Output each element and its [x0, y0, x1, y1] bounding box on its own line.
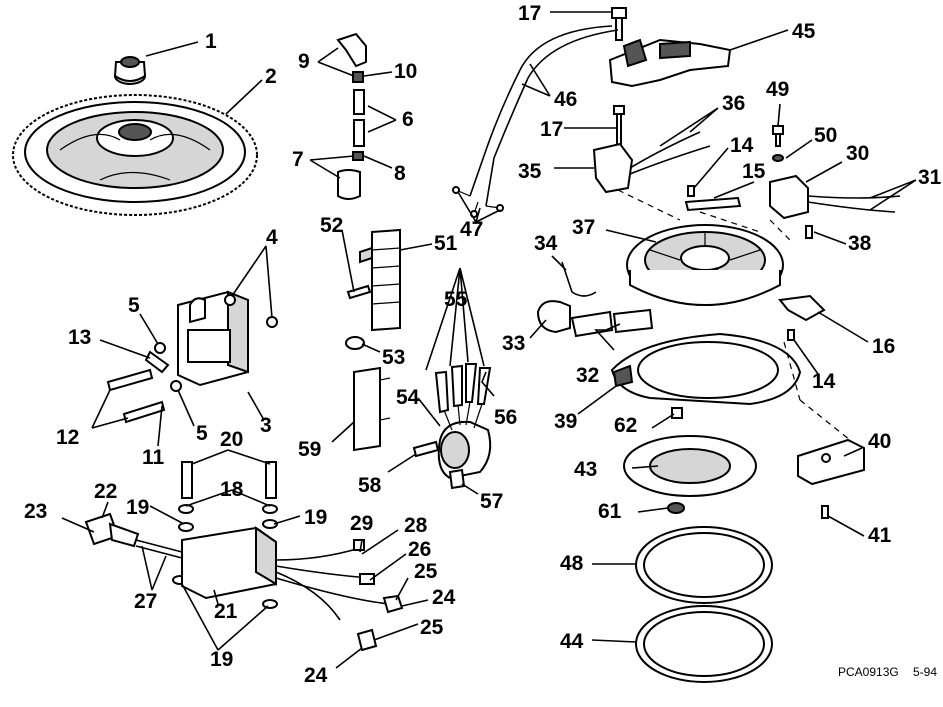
callout-24: 24: [432, 586, 456, 609]
callout-52: 52: [320, 214, 343, 237]
callout-17b: 17: [540, 118, 563, 141]
callout-49: 49: [766, 78, 789, 101]
callout-54: 54: [396, 386, 420, 409]
callout-9: 9: [298, 50, 310, 73]
callout-5: 5: [128, 294, 140, 317]
callout-12: 12: [56, 426, 79, 449]
timer-base-assembly: [452, 7, 732, 218]
callout-57: 57: [480, 490, 503, 513]
callout-18: 18: [220, 478, 244, 501]
callout-16: 16: [872, 335, 895, 358]
date-code: 5-94: [913, 665, 937, 679]
callout-2: 2: [265, 65, 277, 88]
drawing-code: PCA0913G: [838, 665, 899, 679]
flywheel-nut: [113, 56, 147, 85]
callout-28: 28: [404, 514, 428, 537]
callout-34: 34: [534, 232, 558, 255]
callout-41: 41: [868, 524, 892, 547]
callout-19c: 19: [210, 648, 233, 671]
retainer-plate: [684, 185, 742, 212]
base-plate: [610, 332, 802, 406]
retainer-ring: [623, 407, 757, 514]
callout-39: 39: [554, 410, 577, 433]
callout-19b: 19: [304, 506, 327, 529]
callout-38: 38: [848, 232, 872, 255]
spark-plug-boots: [336, 32, 367, 200]
callout-44: 44: [560, 630, 584, 653]
callout-43: 43: [574, 458, 597, 481]
callout-20: 20: [220, 428, 243, 451]
callout-48: 48: [560, 552, 584, 575]
callout-35: 35: [518, 160, 542, 183]
callout-46: 46: [554, 88, 577, 111]
terminal-board: [359, 228, 401, 332]
coil-screws: [106, 368, 166, 424]
wire-harness: [275, 539, 404, 652]
callout-51: 51: [434, 232, 458, 255]
rectifier: [412, 363, 492, 490]
power-pack: [181, 526, 277, 600]
charge-coil: [592, 105, 711, 194]
callout-labels: 1 2 3 4 5 5 6 7 8 9 10 11 12 13 14 14 15…: [24, 2, 942, 687]
callout-31: 31: [918, 166, 942, 189]
terminal-screws: [345, 284, 372, 350]
callout-40: 40: [868, 430, 891, 453]
callout-58: 58: [358, 474, 382, 497]
stator-clip: [778, 294, 826, 341]
callout-14: 14: [730, 134, 754, 157]
callout-36: 36: [722, 92, 745, 115]
bracket: [353, 366, 391, 452]
callout-4: 4: [266, 226, 278, 249]
sensor: [769, 125, 901, 220]
callout-14b: 14: [812, 370, 836, 393]
callout-24b: 24: [304, 664, 328, 687]
callout-3: 3: [260, 414, 272, 437]
callout-26: 26: [408, 538, 431, 561]
callout-56: 56: [494, 406, 517, 429]
flywheel: [12, 94, 258, 216]
callout-1: 1: [205, 30, 217, 53]
callout-37: 37: [572, 216, 595, 239]
callout-21: 21: [214, 600, 238, 623]
leader-lines: [61, 11, 917, 669]
callout-7: 7: [292, 148, 304, 171]
callout-13: 13: [68, 326, 91, 349]
callout-61: 61: [598, 500, 622, 523]
callout-19: 19: [126, 496, 149, 519]
callout-47: 47: [460, 218, 483, 241]
ignition-coil: [177, 290, 249, 387]
stator-screw: [805, 225, 813, 239]
callout-25: 25: [414, 560, 438, 583]
connector: [84, 512, 183, 559]
callout-27: 27: [134, 590, 157, 613]
coil-hardware: [144, 294, 278, 392]
callout-5b: 5: [196, 422, 208, 445]
callout-23: 23: [24, 500, 47, 523]
callout-15: 15: [742, 160, 766, 183]
callout-6: 6: [402, 108, 414, 131]
stator: [626, 224, 784, 306]
seal-ring: [635, 526, 773, 604]
callout-29: 29: [350, 512, 373, 535]
callout-10: 10: [394, 60, 417, 83]
callout-33: 33: [502, 332, 525, 355]
callout-62: 62: [614, 414, 637, 437]
callout-45: 45: [792, 20, 816, 43]
callout-22: 22: [94, 480, 117, 503]
callout-50: 50: [814, 124, 837, 147]
callout-53: 53: [382, 346, 405, 369]
callout-25b: 25: [420, 616, 444, 639]
alignment-lines: [617, 189, 851, 441]
callout-32: 32: [576, 364, 599, 387]
callout-59: 59: [298, 438, 321, 461]
bumper: [797, 438, 865, 519]
gasket-ring: [635, 605, 773, 683]
callout-55: 55: [444, 288, 468, 311]
callout-30: 30: [846, 142, 869, 165]
callout-11: 11: [142, 446, 165, 469]
callout-17: 17: [518, 2, 541, 25]
callout-8: 8: [394, 162, 406, 185]
